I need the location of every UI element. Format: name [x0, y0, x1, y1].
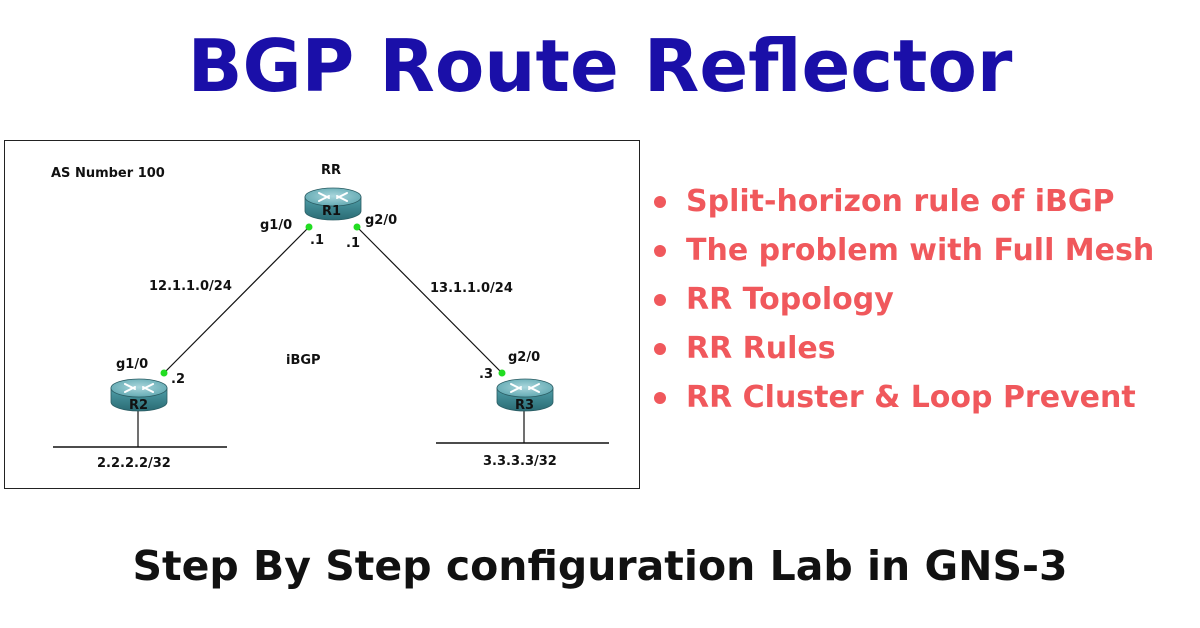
topic-list-item: The problem with Full Mesh	[654, 229, 1154, 278]
as-number-label: AS Number 100	[51, 166, 165, 181]
topic-list-item: RR Topology	[654, 278, 1154, 327]
topic-label: The problem with Full Mesh	[686, 233, 1155, 268]
r2-loopback-label: 2.2.2.2/32	[97, 456, 171, 471]
topic-list-item: RR Cluster & Loop Prevent	[654, 376, 1154, 425]
port-dot-r1-g2	[353, 223, 361, 231]
r1-r3-subnet-label: 13.1.1.0/24	[430, 281, 513, 296]
port-dot-r2-g1	[160, 369, 168, 377]
r1-g2-interface-label: g2/0	[365, 213, 398, 228]
r1-g1-interface-label: g1/0	[260, 218, 293, 233]
topic-label: RR Topology	[686, 282, 894, 317]
link-r1-r3	[356, 226, 503, 374]
r1-g1-ip-label: .1	[310, 233, 324, 248]
r3-ip-label: .3	[479, 367, 493, 382]
topic-list-item: Split-horizon rule of iBGP	[654, 180, 1154, 229]
topic-label: RR Rules	[686, 331, 836, 366]
r1-r2-subnet-label: 12.1.1.0/24	[149, 279, 232, 294]
r2-name-label: R2	[129, 398, 149, 413]
rr-label: RR	[321, 163, 342, 178]
ibgp-label: iBGP	[286, 353, 321, 368]
r1-g2-ip-label: .1	[346, 236, 360, 251]
page-subtitle: Step By Step configuration Lab in GNS-3	[132, 542, 1068, 590]
topic-list-item: RR Rules	[654, 327, 1154, 376]
bullet-dot-icon	[654, 245, 666, 257]
r3-g2-interface-label: g2/0	[508, 350, 541, 365]
port-dot-r3-g2	[498, 369, 506, 377]
topic-label: RR Cluster & Loop Prevent	[686, 380, 1136, 415]
topology-svg	[53, 187, 609, 448]
r3-loopback-label: 3.3.3.3/32	[483, 454, 557, 469]
topic-list: Split-horizon rule of iBGP The problem w…	[654, 180, 1154, 425]
bullet-dot-icon	[654, 196, 666, 208]
port-dot-r1-g1	[305, 223, 313, 231]
bullet-dot-icon	[654, 343, 666, 355]
network-topology-diagram: AS Number 100 RR R1 R2 R3 g1/0 .1 g2/0 .…	[4, 140, 640, 489]
r2-g1-interface-label: g1/0	[116, 357, 149, 372]
r2-ip-label: .2	[171, 372, 185, 387]
r1-name-label: R1	[322, 204, 342, 219]
bullet-dot-icon	[654, 294, 666, 306]
topic-label: Split-horizon rule of iBGP	[686, 184, 1115, 219]
r3-name-label: R3	[515, 398, 535, 413]
link-r1-r2	[163, 226, 310, 374]
page-title: BGP Route Reflector	[187, 24, 1013, 108]
bullet-dot-icon	[654, 392, 666, 404]
